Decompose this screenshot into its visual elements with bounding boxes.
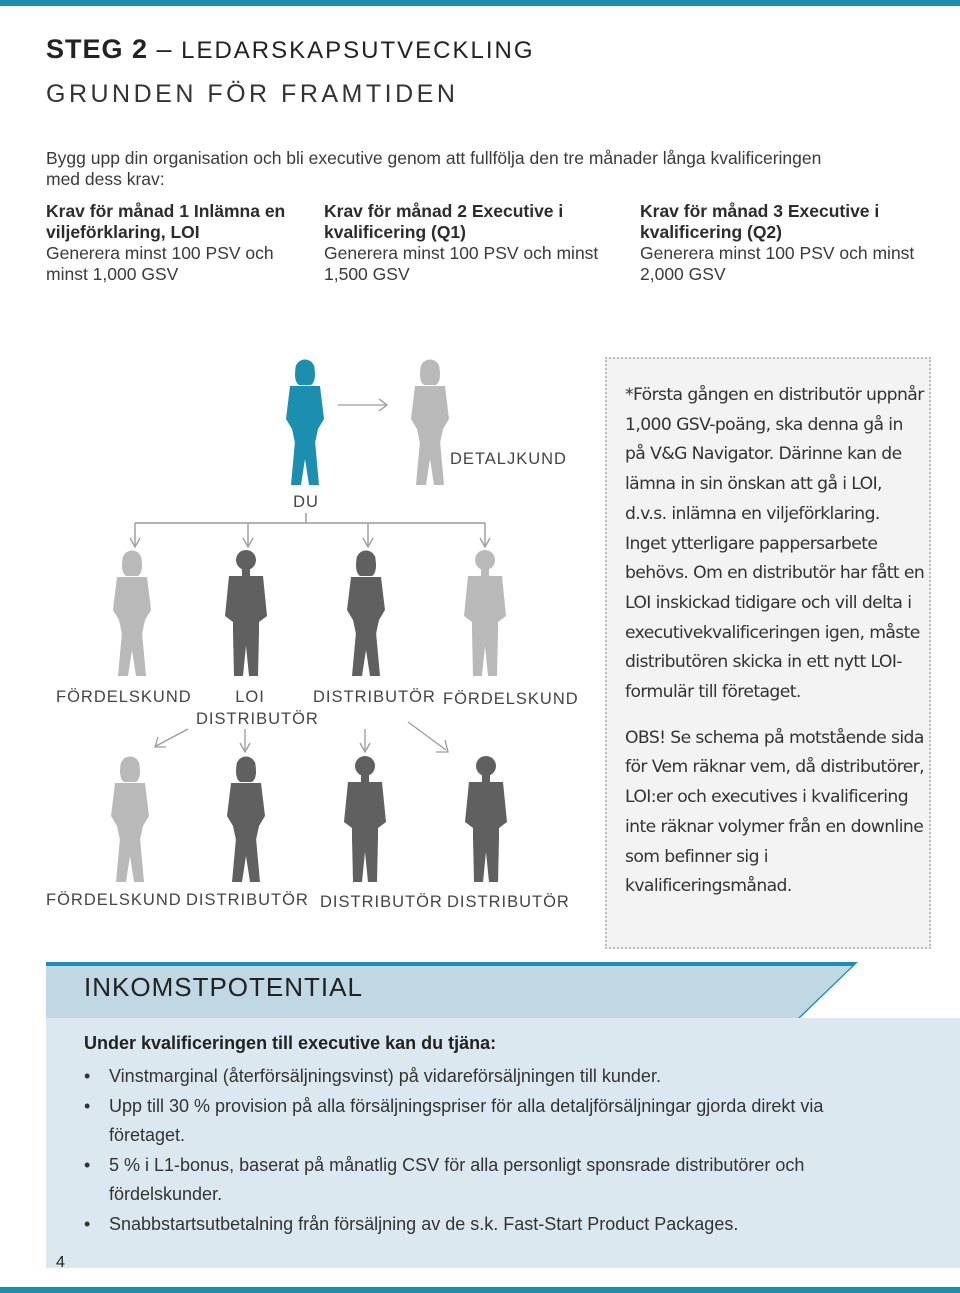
requirement-heading: Krav för månad 3 Executive i kvalificeri…: [640, 201, 880, 242]
intro-text: Bygg upp din organisation och bli execut…: [46, 148, 822, 189]
label-detaljkund: DETALJKUND: [450, 450, 567, 468]
bullet: •: [84, 1066, 91, 1086]
arrow-down-icon: [239, 729, 251, 754]
requirement-month-2: Krav för månad 2 Executive i kvalificeri…: [324, 201, 624, 285]
list-item: •5 % i L1-bonus, baserat på månatlig CSV…: [84, 1151, 864, 1210]
arrow-icon: [479, 537, 491, 549]
step-title: LEDARSKAPSUTVECKLING: [181, 37, 535, 64]
label-loi-distributor: DISTRIBUTÖR: [196, 710, 319, 728]
bottom-accent-bar: [0, 1287, 960, 1293]
list-item: •Upp till 30 % provision på alla försälj…: [84, 1092, 864, 1151]
arrow-down-icon: [359, 729, 371, 754]
list-item: •Vinstmarginal (återförsäljningsvinst) p…: [84, 1062, 864, 1092]
arrow-down-left-icon: [154, 728, 189, 748]
tree-connector: [134, 513, 486, 545]
requirement-text: Generera minst 100 PSV och minst 1,000 G…: [46, 243, 274, 284]
note-paragraph: *Första gången en distributör uppnår 1,0…: [625, 385, 925, 703]
title-dash: –: [156, 34, 173, 64]
retail-customer-person-icon: [411, 359, 449, 485]
arrow-icon: [242, 537, 254, 549]
arrow-icon: [362, 537, 374, 549]
distributor-person-icon: [347, 550, 385, 676]
distributor-person-icon: [227, 756, 265, 882]
distributor-person-icon: [344, 756, 386, 882]
note-paragraph: OBS! Se schema på motstående sida för Ve…: [625, 727, 925, 897]
label-du: DU: [293, 493, 319, 511]
preferred-customer-person-icon: [113, 550, 151, 676]
income-banner: [46, 962, 858, 1018]
bullet: •: [84, 1154, 91, 1175]
arrow-right-icon: [338, 398, 389, 412]
list-item: •Snabbstartsutbetalning från försäljning…: [84, 1210, 864, 1240]
note-box: *Första gången en distributör uppnår 1,0…: [605, 357, 931, 949]
requirement-month-3: Krav för månad 3 Executive i kvalificeri…: [640, 201, 940, 285]
income-title: INKOMSTPOTENTIAL: [84, 972, 363, 1002]
arrow-down-right-icon: [407, 721, 449, 753]
requirement-heading: Krav för månad 1 Inlämna en viljeförklar…: [46, 201, 286, 242]
label-fordelskund: FÖRDELSKUND: [46, 891, 182, 909]
label-distributor: DISTRIBUTÖR: [320, 893, 443, 911]
bullet: •: [84, 1095, 91, 1116]
requirement-heading: Krav för månad 2 Executive i kvalificeri…: [324, 201, 564, 242]
loi-distributor-person-icon: [225, 550, 267, 676]
label-fordelskund: FÖRDELSKUND: [56, 688, 192, 706]
arrow-icon: [129, 537, 141, 549]
distributor-person-icon: [465, 756, 507, 882]
page-title: STEG 2 – LEDARSKAPSUTVECKLING: [46, 34, 535, 65]
requirement-month-1: Krav för månad 1 Inlämna en viljeförklar…: [46, 201, 296, 285]
note-text: *Första gången en distributör uppnår 1,0…: [625, 381, 925, 902]
you-person-icon: [286, 359, 324, 485]
preferred-customer-person-icon: [111, 756, 149, 882]
page-subtitle: GRUNDEN FÖR FRAMTIDEN: [46, 80, 459, 108]
requirement-text: Generera minst 100 PSV och minst 1,500 G…: [324, 243, 599, 284]
label-distributor: DISTRIBUTÖR: [313, 688, 436, 706]
income-heading: Under kvalificeringen till executive kan…: [84, 1033, 497, 1053]
label-fordelskund: FÖRDELSKUND: [443, 690, 579, 708]
income-list: •Vinstmarginal (återförsäljningsvinst) p…: [84, 1062, 864, 1239]
bullet: •: [84, 1213, 91, 1234]
requirement-text: Generera minst 100 PSV och minst 2,000 G…: [640, 243, 915, 284]
preferred-customer-person-icon: [464, 550, 506, 676]
income-panel: [46, 1018, 960, 1268]
step-number: STEG 2: [46, 34, 149, 64]
label-loi: LOI: [235, 688, 265, 706]
top-accent-bar: [0, 0, 960, 6]
page-number: 4: [56, 1254, 65, 1271]
label-distributor: DISTRIBUTÖR: [447, 893, 570, 911]
label-distributor: DISTRIBUTÖR: [186, 891, 309, 909]
